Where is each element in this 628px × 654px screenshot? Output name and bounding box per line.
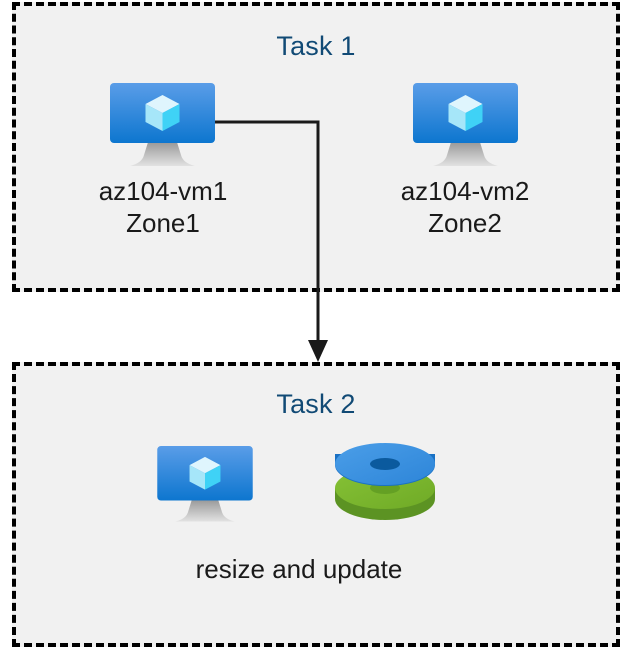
task-2-caption: resize and update	[195, 554, 403, 584]
vm1-label: az104-vm1 Zone1	[98, 176, 228, 238]
task-1-title: Task 1	[276, 31, 356, 61]
task-1-box: Task 1	[12, 2, 620, 292]
virtual-machine-icon	[413, 83, 518, 176]
vm2-label: az104-vm2 Zone2	[400, 176, 530, 238]
task-2-box: Task 2	[12, 362, 620, 647]
task-2-title: Task 2	[276, 389, 356, 419]
arrow-down-icon	[308, 340, 328, 362]
virtual-machine-icon	[110, 83, 215, 176]
virtual-machine-icon	[155, 446, 255, 531]
managed-disks-icon	[333, 443, 441, 530]
